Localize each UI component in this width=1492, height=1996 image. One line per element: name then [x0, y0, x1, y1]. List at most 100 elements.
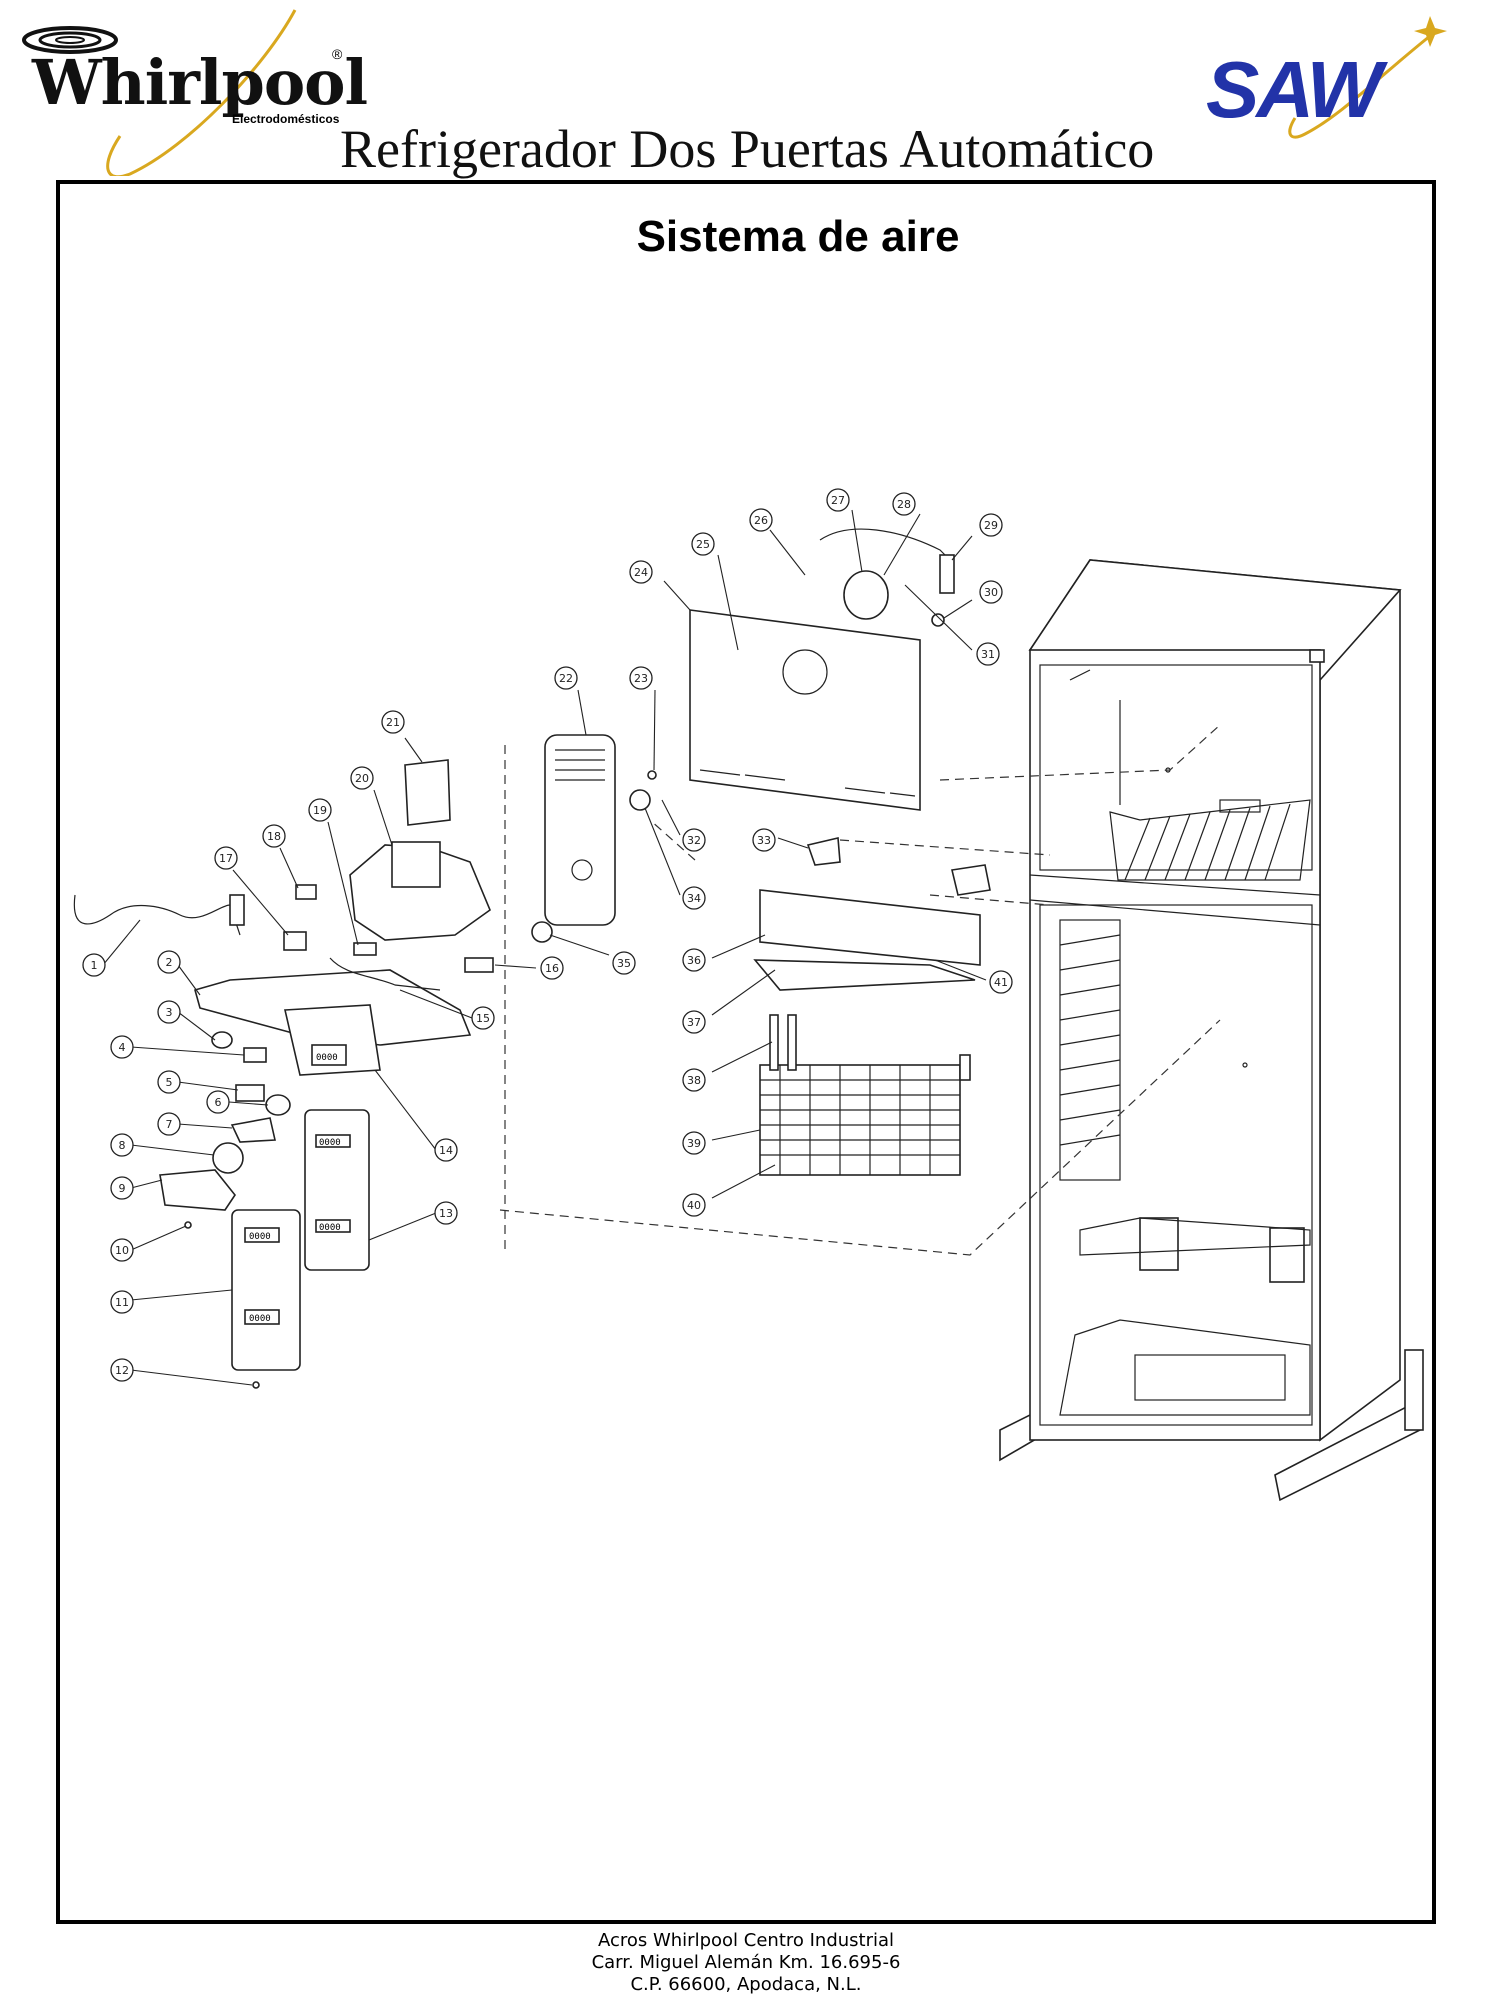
svg-text:12: 12 — [115, 1364, 129, 1377]
registered-mark: ® — [332, 46, 343, 62]
svg-text:36: 36 — [687, 954, 701, 967]
callout-15: 15 — [471, 1006, 495, 1030]
part-label: 0000 — [316, 1053, 338, 1063]
svg-text:26: 26 — [754, 514, 768, 527]
svg-text:19: 19 — [313, 804, 327, 817]
svg-text:20: 20 — [355, 772, 369, 785]
footer-line-3: C.P. 66600, Apodaca, N.L. — [630, 1974, 862, 1995]
svg-text:16: 16 — [545, 962, 559, 975]
callout-25: 25 — [691, 532, 715, 556]
saw-star-swoosh-icon — [1288, 16, 1447, 139]
part-label: 0000 — [249, 1232, 271, 1242]
callout-41: 41 — [989, 970, 1013, 994]
part-label: 0000 — [319, 1223, 341, 1233]
svg-text:4: 4 — [119, 1041, 126, 1054]
svg-text:17: 17 — [219, 852, 233, 865]
svg-text:10: 10 — [115, 1244, 129, 1257]
svg-text:21: 21 — [386, 716, 400, 729]
svg-text:40: 40 — [687, 1199, 701, 1212]
callout-12: 12 — [110, 1358, 134, 1382]
callout-35: 35 — [612, 951, 636, 975]
whirlpool-swoosh-icon — [22, 9, 297, 176]
callout-18: 18 — [262, 824, 286, 848]
callout-38: 38 — [682, 1068, 706, 1092]
callout-31: 31 — [976, 642, 1000, 666]
refrigerator-cabinet — [999, 559, 1424, 1502]
svg-text:31: 31 — [981, 648, 995, 661]
callout-24: 24 — [629, 560, 653, 584]
part-label: 0000 — [249, 1314, 271, 1324]
footer-address: Acros Whirlpool Centro Industrial Carr. … — [0, 1930, 1492, 1996]
callout-36: 36 — [682, 948, 706, 972]
callout-19: 19 — [308, 798, 332, 822]
callout-11: 11 — [110, 1290, 134, 1314]
callout-4: 4 — [110, 1035, 134, 1059]
diagram-frame — [56, 180, 1436, 1924]
callout-37: 37 — [682, 1010, 706, 1034]
svg-text:33: 33 — [757, 834, 771, 847]
callout-32: 32 — [682, 828, 706, 852]
callout-2: 2 — [157, 950, 181, 974]
header: Whirlpool ® Electrodomésticos SAW Refrig… — [0, 0, 1492, 180]
svg-text:8: 8 — [119, 1139, 126, 1152]
callout-3: 3 — [157, 1000, 181, 1024]
svg-text:9: 9 — [119, 1182, 126, 1195]
svg-text:39: 39 — [687, 1137, 701, 1150]
svg-text:18: 18 — [267, 830, 281, 843]
callout-9: 9 — [110, 1176, 134, 1200]
svg-text:15: 15 — [476, 1012, 490, 1025]
svg-text:23: 23 — [634, 672, 648, 685]
callout-markers: 1 2 3 4 5 6 7 8 9 10 11 12 13 14 15 16 1… — [82, 488, 1013, 1382]
callout-34: 34 — [682, 886, 706, 910]
callout-5: 5 — [157, 1070, 181, 1094]
whirlpool-wordmark: Whirlpool — [32, 46, 368, 119]
svg-text:37: 37 — [687, 1016, 701, 1029]
callout-21: 21 — [381, 710, 405, 734]
whirlpool-logo: Whirlpool ® Electrodomésticos — [10, 6, 368, 176]
callout-16: 16 — [540, 956, 564, 980]
part-label-texts: 0000 0000 0000 0000 0000 — [249, 1053, 341, 1324]
svg-text:14: 14 — [439, 1144, 453, 1157]
callout-17: 17 — [214, 846, 238, 870]
whirlpool-subtitle: Electrodomésticos — [232, 112, 340, 126]
callout-39: 39 — [682, 1131, 706, 1155]
callout-29: 29 — [979, 513, 1003, 537]
svg-text:34: 34 — [687, 892, 701, 905]
callout-28: 28 — [892, 492, 916, 516]
assembly-lines — [499, 724, 1221, 1256]
svg-text:35: 35 — [617, 957, 631, 970]
callout-40: 40 — [682, 1193, 706, 1217]
svg-text:41: 41 — [994, 976, 1008, 989]
callout-33: 33 — [752, 828, 776, 852]
parts — [73, 528, 991, 1389]
svg-text:2: 2 — [166, 956, 173, 969]
page-title: Refrigerador Dos Puertas Automático — [340, 119, 1155, 179]
svg-text:24: 24 — [634, 566, 648, 579]
saw-wordmark: SAW — [1206, 45, 1382, 134]
svg-text:30: 30 — [984, 586, 998, 599]
callout-10: 10 — [110, 1238, 134, 1262]
callout-22: 22 — [554, 666, 578, 690]
svg-text:28: 28 — [897, 498, 911, 511]
svg-text:11: 11 — [115, 1296, 129, 1309]
callout-23: 23 — [629, 666, 653, 690]
part-label: 0000 — [319, 1138, 341, 1148]
svg-text:3: 3 — [166, 1006, 173, 1019]
footer-line-2: Carr. Miguel Alemán Km. 16.695-6 — [591, 1952, 901, 1973]
callout-26: 26 — [749, 508, 773, 532]
callout-6: 6 — [206, 1090, 230, 1114]
callout-1: 1 — [82, 953, 106, 977]
svg-text:13: 13 — [439, 1207, 453, 1220]
section-title: Sistema de aire — [636, 212, 960, 261]
svg-text:32: 32 — [687, 834, 701, 847]
callout-leaders — [102, 509, 987, 1386]
svg-text:38: 38 — [687, 1074, 701, 1087]
callout-14: 14 — [434, 1138, 458, 1162]
callout-20: 20 — [350, 766, 374, 790]
svg-text:29: 29 — [984, 519, 998, 532]
saw-logo: SAW — [1190, 6, 1450, 166]
svg-text:27: 27 — [831, 494, 845, 507]
callout-27: 27 — [826, 488, 850, 512]
svg-text:22: 22 — [559, 672, 573, 685]
